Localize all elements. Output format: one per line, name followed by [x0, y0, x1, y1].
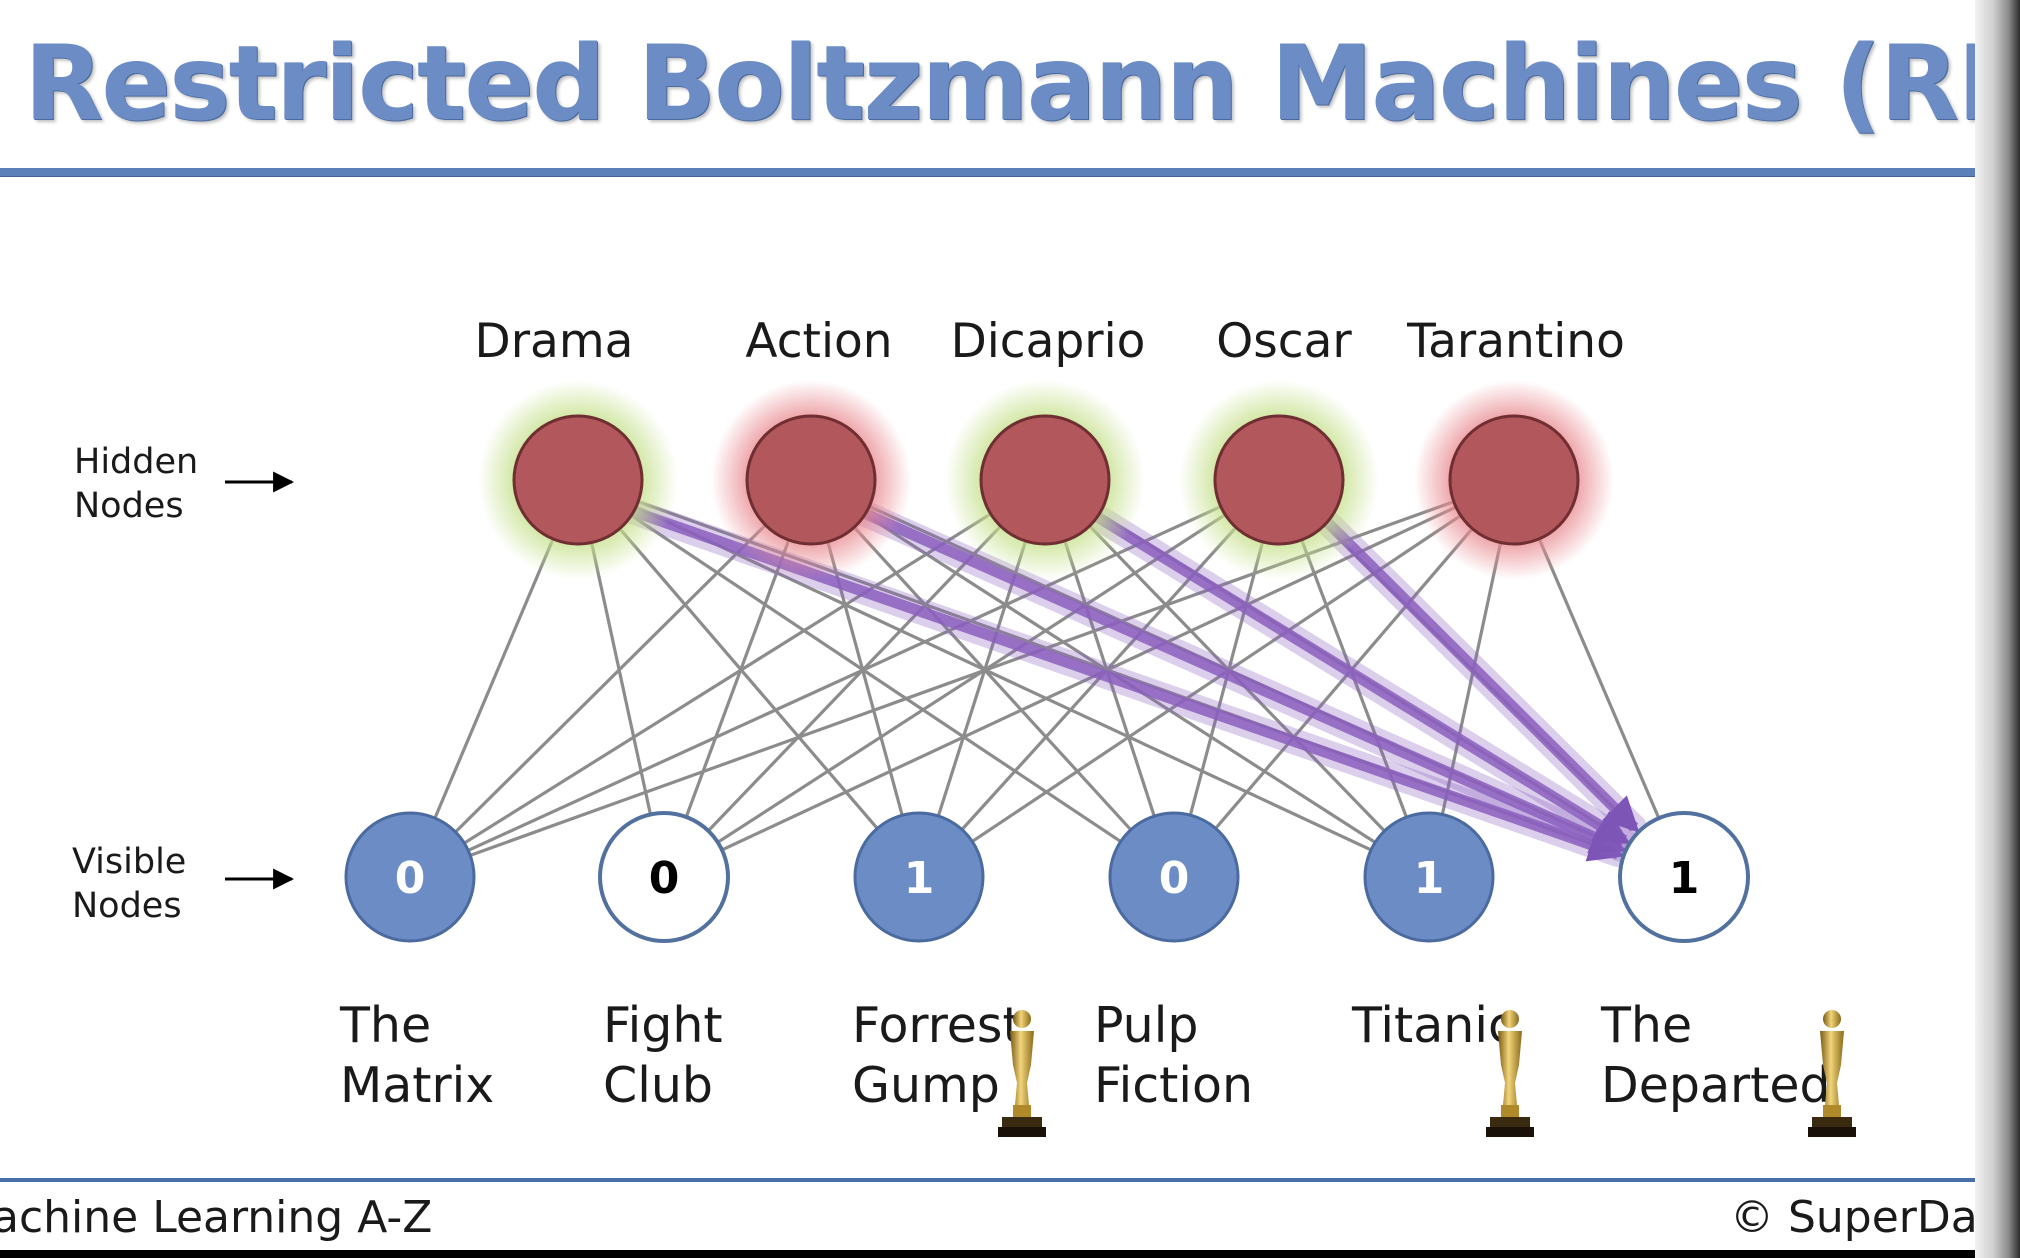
hidden-node-label: Oscar — [1216, 314, 1352, 369]
visible-node-value: 1 — [1669, 853, 1700, 904]
edge-h4-v1 — [663, 478, 1515, 879]
footer-course-name: achine Learning A-Z — [0, 1192, 433, 1243]
visible-node-value: 0 — [1159, 853, 1190, 904]
visible-label-line-1: Visible — [72, 842, 187, 882]
hidden-label-line-2: Nodes — [74, 486, 184, 526]
visible-node-value: 1 — [1414, 853, 1445, 904]
visible-label-line-2: Nodes — [72, 886, 182, 926]
movie-title-line-1: Pulp — [1094, 997, 1198, 1054]
highlight-arrow-h3 — [1303, 498, 1640, 833]
visible-node-5 — [1363, 811, 1495, 943]
visible-node-4 — [1108, 811, 1240, 943]
visible-layer: 0TheMatrix0FightClub1ForrestGump0PulpFic… — [339, 811, 1831, 1114]
hidden-node-label: Action — [745, 314, 892, 369]
hidden-node-tarantino — [1448, 414, 1580, 546]
slide-title: Restricted Boltzmann Machines (RBM) — [24, 24, 2015, 144]
hidden-node-dicaprio — [979, 414, 1111, 546]
hidden-node-label: Tarantino — [1406, 314, 1625, 369]
movie-title-line-1: Fight — [603, 997, 723, 1054]
title-divider — [0, 168, 2015, 177]
edge-h0-v3 — [577, 478, 1175, 879]
edge-h4-v2 — [918, 478, 1515, 879]
hidden-node-drama — [512, 414, 644, 546]
hidden-node-action — [745, 414, 877, 546]
oscar-statuette-icon — [1486, 1010, 1534, 1137]
movie-title-line-2: Club — [603, 1057, 713, 1114]
connection-edges — [408, 478, 1686, 879]
footer-divider — [0, 1178, 2015, 1182]
movie-title-line-2: Gump — [852, 1057, 1000, 1114]
hidden-layer: Drama Action Dicaprio Oscar Tarantino — [475, 314, 1625, 546]
movie-title-line-2: Departed — [1601, 1057, 1831, 1114]
oscar-statuette-icon — [998, 1010, 1046, 1137]
edge-h3-v0 — [409, 478, 1280, 879]
movie-title-line-1: The — [1600, 997, 1692, 1054]
hidden-node-label: Drama — [475, 314, 634, 369]
highlight-arrow-h2 — [1070, 497, 1631, 846]
visible-node-2 — [598, 811, 730, 943]
visible-nodes-label: Visible Nodes — [72, 840, 186, 928]
movie-title-line-2: Fiction — [1094, 1057, 1253, 1114]
movie-title-line-1: Titanic — [1351, 997, 1515, 1054]
oscar-statuettes — [998, 1010, 1856, 1137]
edge-h3-v1 — [663, 478, 1280, 879]
visible-node-6 — [1618, 811, 1750, 943]
visible-node-3 — [853, 811, 985, 943]
hidden-node-label: Dicaprio — [951, 314, 1146, 369]
visible-node-1 — [344, 811, 476, 943]
movie-title-line-1: Forrest — [852, 997, 1022, 1054]
oscar-statuette-icon — [1808, 1010, 1856, 1137]
movie-title-line-2: Matrix — [340, 1057, 494, 1114]
hidden-label-line-1: Hidden — [74, 442, 199, 482]
visible-node-value: 0 — [649, 853, 680, 904]
footer-copyright: © SuperDataS — [1730, 1192, 2015, 1243]
movie-title-line-1: The — [339, 997, 431, 1054]
window-edge — [1975, 0, 2020, 1258]
visible-node-value: 0 — [395, 853, 426, 904]
highlight-arrow-h1 — [836, 496, 1627, 854]
visible-node-value: 1 — [904, 853, 935, 904]
hidden-nodes-label: Hidden Nodes — [74, 440, 198, 528]
hidden-node-oscar — [1213, 414, 1345, 546]
